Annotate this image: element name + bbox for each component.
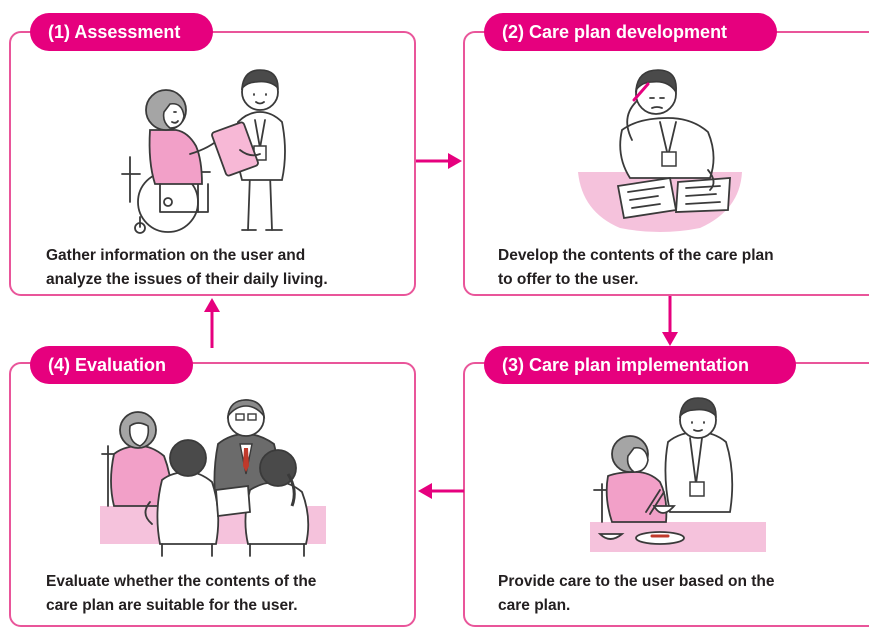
assessment-illustration [121, 69, 286, 234]
step-card-assessment [9, 31, 416, 296]
care-plan-development-description-line-1: Develop the contents of the care plan [498, 247, 774, 264]
arrow-right-icon [416, 153, 462, 169]
assessment-description: Gather information on the user and analy… [46, 244, 328, 292]
evaluation-illustration [100, 399, 326, 557]
evaluation-description: Evaluate whether the contents of the car… [46, 570, 316, 618]
arrow-left-icon [418, 483, 464, 499]
care-plan-implementation-illustration [590, 397, 766, 552]
step-title-care-plan-development: (2) Care plan development [484, 13, 777, 51]
step-card-care-plan-implementation [463, 362, 869, 627]
care-plan-implementation-description-line-1: Provide care to the user based on the [498, 573, 775, 590]
evaluation-description-line-2: care plan are suitable for the user. [46, 597, 298, 614]
arrow-down-icon [662, 296, 678, 346]
step-title-assessment: (1) Assessment [30, 13, 213, 51]
care-plan-development-description-line-2: to offer to the user. [498, 271, 639, 288]
arrow-up-icon [204, 298, 220, 348]
step-title-evaluation: (4) Evaluation [30, 346, 193, 384]
care-plan-development-illustration [578, 69, 742, 232]
assessment-description-line-1: Gather information on the user and [46, 247, 306, 264]
care-plan-implementation-description: Provide care to the user based on the ca… [498, 570, 775, 618]
care-plan-development-description: Develop the contents of the care plan to… [498, 244, 774, 292]
evaluation-description-line-1: Evaluate whether the contents of the [46, 573, 317, 590]
assessment-description-line-2: analyze the issues of their daily living… [46, 271, 328, 288]
care-plan-implementation-description-line-2: care plan. [498, 597, 571, 614]
step-title-care-plan-implementation: (3) Care plan implementation [484, 346, 796, 384]
